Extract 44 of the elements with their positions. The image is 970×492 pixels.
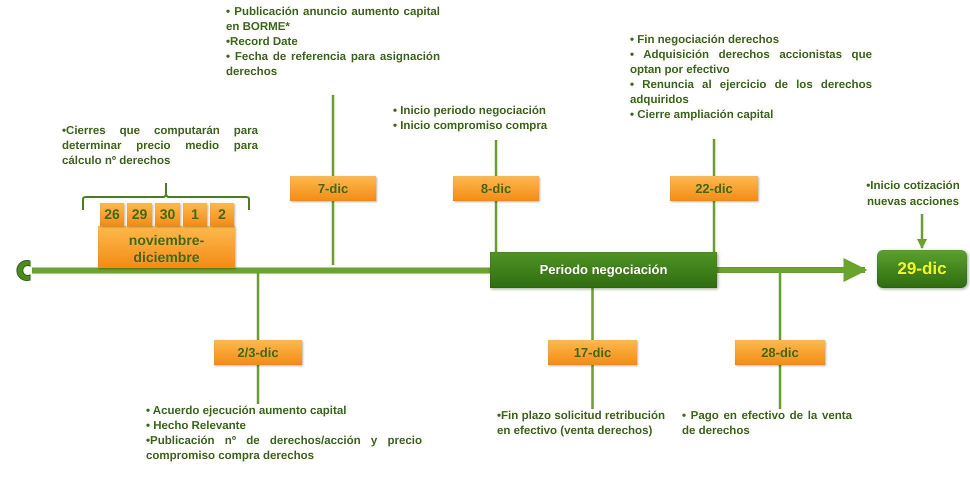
- connector-line: [256, 271, 260, 340]
- connector-line: [778, 271, 782, 340]
- connector-line: [332, 95, 334, 176]
- bullet-text: • Renuncia al ejercicio de los derechos adquiridos: [630, 78, 872, 108]
- date-box: noviembre-diciembre: [98, 226, 235, 268]
- bullet-text: •Cierres que computarán para determinar precio medio para cálculo nº derechos: [62, 124, 258, 169]
- connector-line: [332, 201, 334, 265]
- connector-line: [712, 201, 716, 252]
- date-box: 8-dic: [453, 176, 539, 201]
- bullet-text: • Fecha de referencia para asignación derechos: [226, 50, 440, 80]
- bullet-text: •Record Date: [226, 35, 299, 50]
- connector-line: [591, 288, 594, 340]
- date-box: 22-dic: [670, 176, 758, 201]
- period-bar: Periodo negociación: [490, 252, 717, 288]
- day-box: 26: [100, 203, 124, 226]
- bullet-text: • Acuerdo ejecución aumento capital: [146, 404, 348, 419]
- date-box: 2/3-dic: [214, 340, 302, 365]
- bullet-text: • Hecho Relevante: [146, 419, 247, 434]
- date-box: 28-dic: [735, 340, 825, 365]
- day-box: 2: [210, 203, 234, 226]
- bullet-text: •Inicio cotización nuevas acciones: [865, 179, 961, 210]
- timeline-arrow: [717, 258, 868, 282]
- bullet-text: •Fin plazo solicitud retribución en efectivo (venta derechos): [497, 409, 665, 439]
- bullet-text: • Pago en efectivo de la venta de derechos: [682, 409, 852, 439]
- bullet-text: • Inicio periodo negociación: [393, 104, 547, 119]
- connector-line: [494, 140, 498, 176]
- date-box: 7-dic: [290, 176, 376, 201]
- bullet-text: • Inicio compromiso compra: [393, 119, 548, 134]
- connector-line: [256, 365, 260, 404]
- arrow: [917, 214, 927, 249]
- bullet-text: • Adquisición derechos accionistas que optan por efectivo: [630, 48, 872, 78]
- bullet-text: • Publicación anuncio aumento capital en BORME*: [226, 5, 440, 35]
- date-box: 17-dic: [548, 340, 637, 365]
- bullet-text: •Publicación nº de derechos/acción y precio compromiso compra derechos: [146, 434, 422, 464]
- date-box: 29-dic: [877, 250, 967, 288]
- connector-line: [712, 139, 716, 176]
- connector-line: [591, 365, 594, 409]
- connector-line: [778, 365, 782, 409]
- connector-line: [494, 201, 498, 252]
- bullet-text: • Fin negociación derechos: [630, 33, 780, 48]
- bullet-text: • Cierre ampliación capital: [630, 108, 774, 123]
- day-box: 29: [127, 203, 152, 226]
- day-box: 1: [183, 203, 207, 226]
- day-box: 30: [155, 203, 180, 226]
